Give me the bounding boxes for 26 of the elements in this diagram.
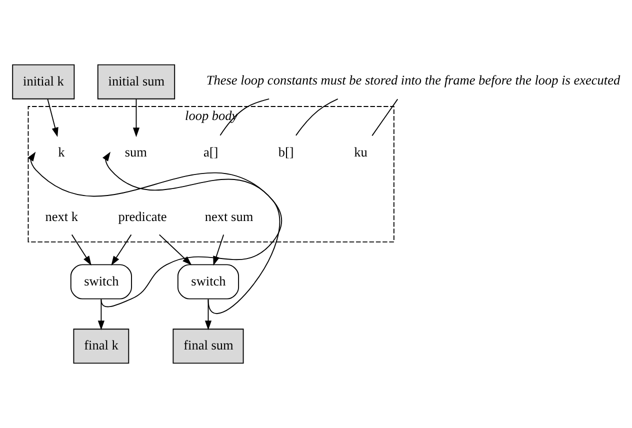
- node-box: switch: [70, 264, 132, 300]
- connector: [296, 98, 338, 136]
- arrow: [158, 234, 192, 266]
- node-text: next k: [45, 208, 78, 224]
- node-text: sum: [124, 144, 147, 160]
- node-box: initial sum: [97, 64, 176, 100]
- arrow: [132, 98, 140, 138]
- node-text: These loop constants must be stored into the frame before the loop is executed: [206, 72, 620, 88]
- node-text: next sum: [204, 208, 254, 224]
- arrow: [204, 298, 212, 330]
- arrow: [71, 234, 92, 266]
- node-text: b[]: [278, 144, 294, 160]
- node-box: switch: [177, 264, 240, 300]
- node-box: initial k: [12, 64, 75, 100]
- arrow: [28, 152, 282, 308]
- node-text: a[]: [204, 144, 218, 160]
- node-text: ku: [354, 144, 368, 160]
- arrow: [102, 152, 280, 314]
- node-box: final sum: [172, 328, 244, 364]
- arrow: [111, 234, 132, 266]
- arrow: [47, 98, 58, 138]
- arrow: [98, 298, 104, 330]
- node-box: final k: [73, 328, 130, 364]
- node-text: predicate: [118, 208, 167, 224]
- node-text: k: [58, 144, 65, 160]
- connector: [220, 98, 270, 136]
